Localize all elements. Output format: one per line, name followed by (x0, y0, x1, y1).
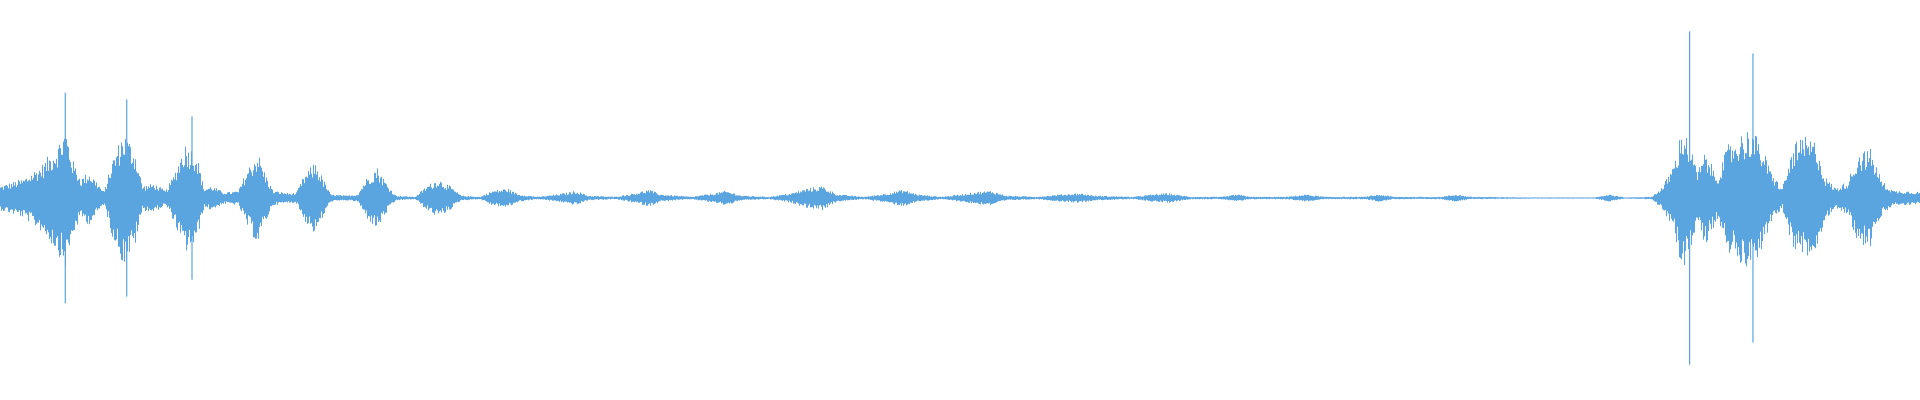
waveform-body (0, 132, 1920, 267)
